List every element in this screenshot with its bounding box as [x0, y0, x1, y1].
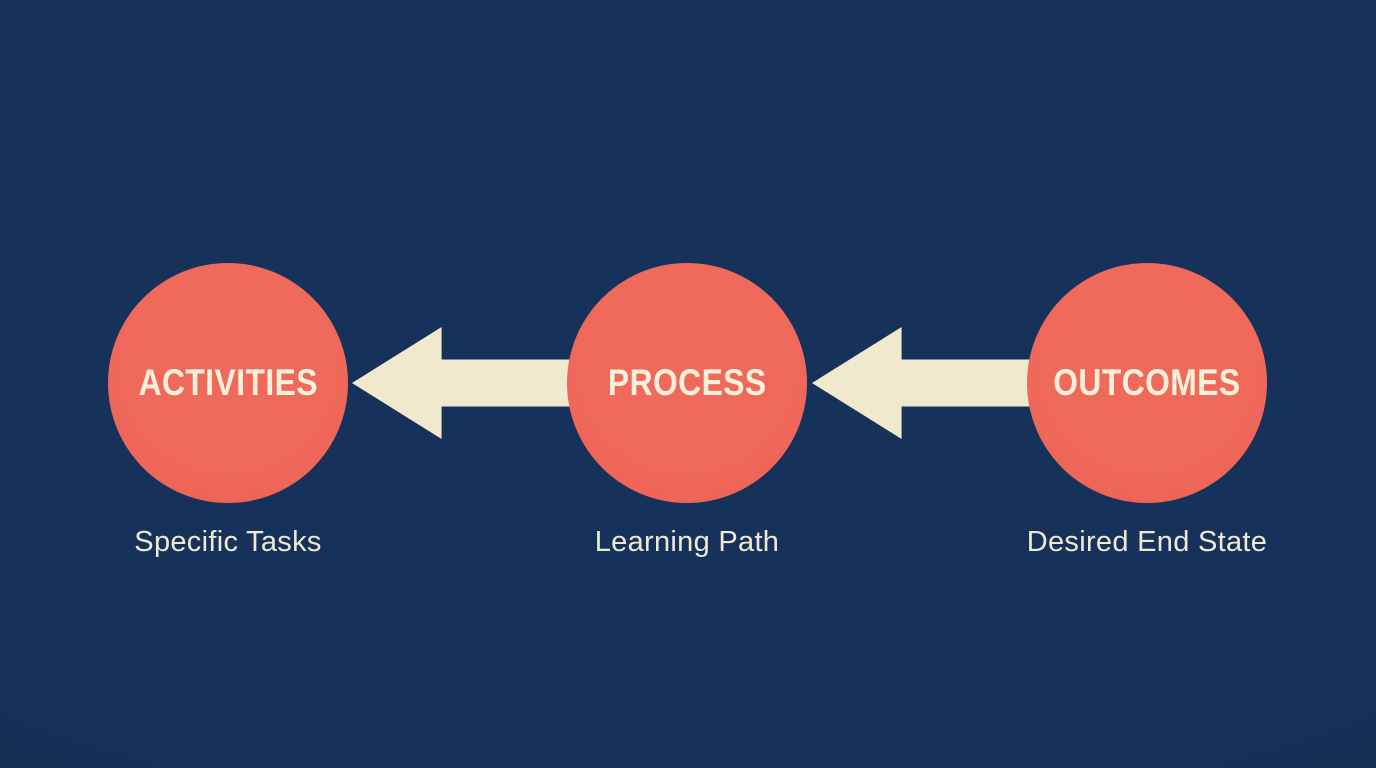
node-sublabel-process: Learning Path: [594, 526, 780, 558]
node-label-outcomes: OUTCOMES: [1053, 362, 1241, 403]
node-circle-process: PROCESS: [567, 263, 807, 503]
node-label-process: PROCESS: [607, 362, 767, 403]
node-sublabel-activities: Specific Tasks: [134, 526, 322, 558]
node-circle-outcomes: OUTCOMES: [1027, 263, 1267, 503]
node-sublabel-outcomes: Desired End State: [1026, 526, 1268, 558]
left-arrow-outcomes-to-process-icon: [812, 327, 1036, 439]
node-circle-activities: ACTIVITIES: [108, 263, 348, 503]
left-arrow-process-to-activities-icon: [352, 327, 576, 439]
node-label-activities: ACTIVITIES: [138, 362, 318, 403]
